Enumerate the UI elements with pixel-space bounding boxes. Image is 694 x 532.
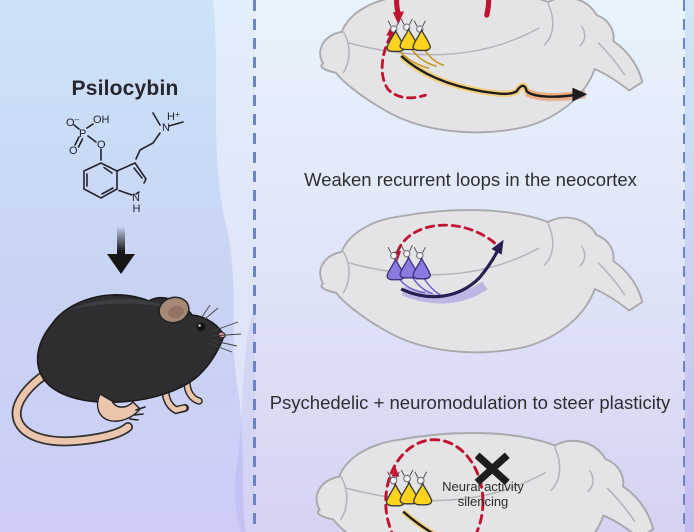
mouse-tail xyxy=(11,365,133,447)
pyramidal-neurons-yellow xyxy=(385,469,433,507)
corticofugal-axon-arrow xyxy=(399,53,588,102)
left-panel-light-swoosh xyxy=(212,0,258,532)
silencing-label-line1: Neural activity xyxy=(442,479,524,494)
pyramidal-neurons-yellow xyxy=(386,18,445,69)
mouse-whiskers xyxy=(201,304,242,353)
descending-axon-bundle xyxy=(401,509,437,532)
red-dashed-steered-loop xyxy=(384,438,485,532)
compound-title: Psilocybin xyxy=(71,77,179,100)
atom-label-amine-h-plus: H+ xyxy=(167,109,180,123)
mouse-illustration xyxy=(11,294,242,447)
brain-top-illustration xyxy=(319,0,644,134)
atom-label-p: P xyxy=(79,128,86,140)
dashed-divider-left xyxy=(253,0,256,532)
mouse-ear xyxy=(158,296,190,324)
silencing-x-icon xyxy=(474,452,510,486)
brain-outline xyxy=(319,0,644,134)
caption-steer-plasticity: Psychedelic + neuromodulation to steer p… xyxy=(269,392,671,413)
caption-weaken-loops: Weaken recurrent loops in the neocortex xyxy=(304,169,637,190)
atom-label-oh: OH xyxy=(93,114,110,126)
atom-label-phosphate-o-minus: O– xyxy=(66,115,80,129)
atom-label-o-double: O xyxy=(69,145,78,157)
atom-label-amine-n: N xyxy=(162,122,170,134)
silencing-label: Neural activity silencing xyxy=(424,479,542,509)
red-recurrent-loop-arrow xyxy=(392,0,492,25)
silencing-label-line2: silencing xyxy=(457,493,509,509)
mouse-hind-foot xyxy=(96,392,146,422)
dashed-divider-right xyxy=(682,0,686,532)
down-arrow-icon xyxy=(107,226,135,274)
mouse-eye xyxy=(196,322,206,332)
pyramidal-neurons-purple xyxy=(386,245,431,281)
brain-middle-illustration xyxy=(319,209,644,354)
brain-bottom-illustration xyxy=(315,432,655,532)
atom-label-indole-h: H xyxy=(133,203,141,215)
molecule-atom-labels: O– OH P O O N H N H+ xyxy=(66,109,180,215)
mouse-nose xyxy=(217,331,226,339)
psilocybin-structure: O– OH P O O N H N H+ xyxy=(66,109,184,215)
atom-label-indole-n: N xyxy=(132,192,140,204)
molecule-bonds xyxy=(73,112,184,199)
brain-outline xyxy=(319,209,644,354)
atom-label-o-ester: O xyxy=(97,139,106,151)
outer-right-margin xyxy=(685,0,694,532)
mouse-body xyxy=(36,294,225,404)
